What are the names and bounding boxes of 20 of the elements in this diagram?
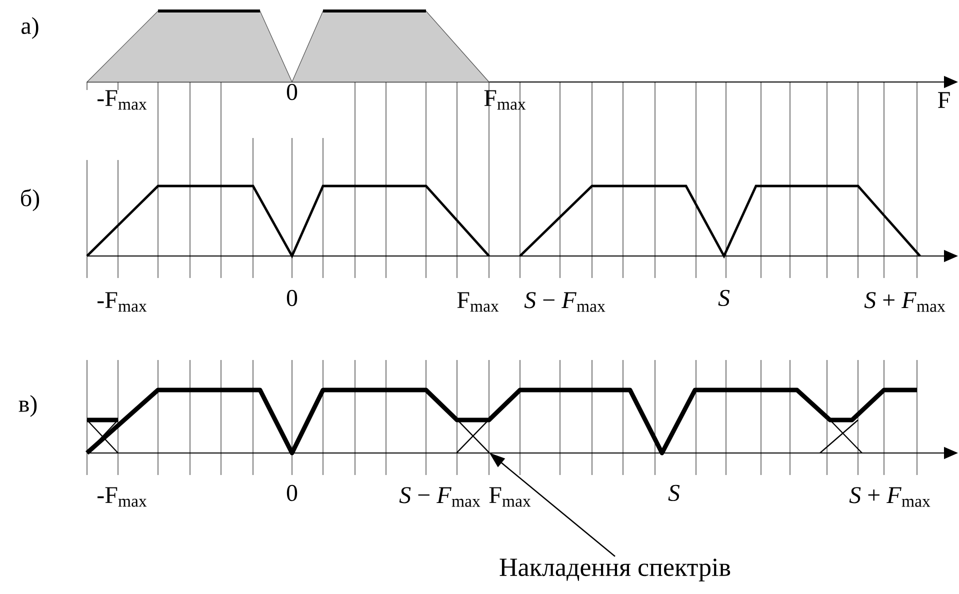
tick-label: 0 bbox=[286, 84, 298, 100]
tick-label: 0 bbox=[286, 484, 298, 502]
tick-label: -F$_{max}$ bbox=[98, 292, 147, 312]
tick-label: S − F$_{max}$ bbox=[399, 487, 480, 507]
tick-label: S + F$_{max}$ bbox=[864, 292, 946, 312]
panel-label: б) bbox=[21, 188, 40, 212]
tick-label: -F$_{max}$ bbox=[98, 90, 147, 110]
tick-label: S − F$_{max}$ bbox=[524, 292, 606, 312]
tick-label: -F$_{max}$ bbox=[98, 487, 147, 507]
tick-label: S bbox=[668, 484, 680, 502]
tick-label: S bbox=[718, 290, 730, 306]
panel-label: в) bbox=[18, 395, 37, 417]
tick-label: 0 bbox=[286, 290, 298, 306]
panel-label: а) bbox=[22, 17, 38, 39]
tick-label: F$_{max}$ bbox=[457, 292, 499, 312]
tick-label: F$_{max}$ bbox=[489, 487, 531, 507]
annotation-text: Накладення спектрів bbox=[500, 558, 730, 582]
tick-label: F$_{max}$ bbox=[484, 90, 526, 110]
axis-label: F bbox=[938, 92, 950, 108]
tick-label: S + F$_{max}$ bbox=[849, 487, 930, 507]
